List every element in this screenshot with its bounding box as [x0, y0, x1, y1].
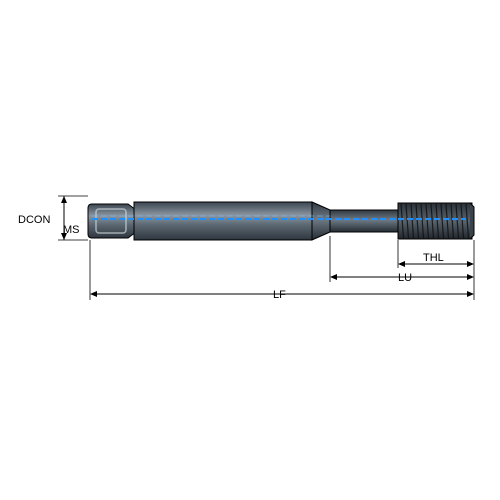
thread-flank [425, 203, 430, 239]
thread-flank [400, 203, 405, 239]
thread-flank [430, 203, 435, 239]
thread-flank [450, 203, 455, 239]
lf-label: LF [273, 289, 286, 301]
thread-flank [455, 203, 460, 239]
dcon-dimension [61, 196, 67, 240]
thread-flank [460, 203, 465, 239]
neck [329, 209, 399, 233]
dcon-label: DCON [18, 214, 50, 226]
extension-lines [58, 195, 475, 300]
thread-flank [445, 203, 450, 239]
thread-flank [435, 203, 440, 239]
lf-dimension [90, 291, 474, 297]
thread-section [397, 202, 475, 240]
thread-flank [410, 203, 415, 239]
thread-flank [420, 203, 425, 239]
square-drive [87, 203, 137, 239]
thread-flank [465, 203, 470, 239]
thl-label: THL [423, 252, 444, 264]
thread-flank [440, 203, 445, 239]
ms-label: MS [63, 224, 80, 236]
thread-flank [405, 203, 410, 239]
lu-label: LU [398, 272, 412, 284]
shank [133, 201, 331, 241]
thread-flank [415, 203, 420, 239]
thl-dimension [398, 261, 474, 267]
lu-dimension [330, 274, 474, 280]
